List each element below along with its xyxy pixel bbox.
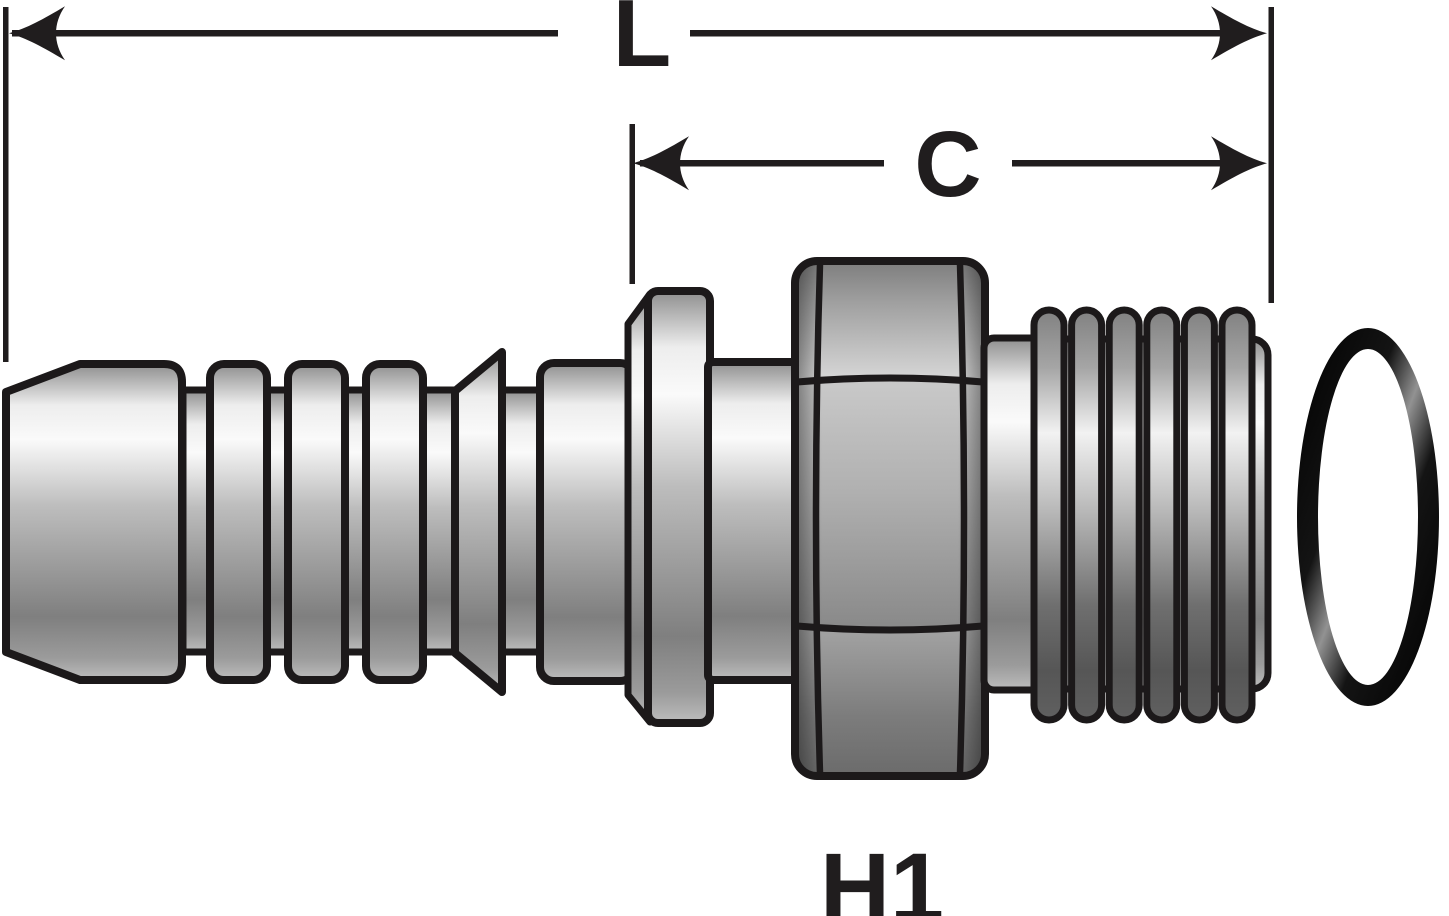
thread-crest	[1068, 306, 1106, 724]
barb-ridge	[284, 360, 349, 684]
hex-facet-middle	[795, 381, 985, 628]
stem-cylinder	[536, 359, 638, 685]
thread-crest	[1105, 306, 1143, 724]
hex-corner-edge-left	[812, 260, 824, 777]
dimension-c-line-right	[1012, 160, 1240, 167]
hose-barb-stem	[2, 348, 638, 696]
thread-crest	[1218, 306, 1256, 724]
hex-nut	[791, 257, 989, 780]
dimension-l-extension-left	[3, 7, 9, 362]
thread-crest	[1180, 306, 1218, 724]
hex-corner-edge-right	[956, 260, 968, 777]
dimension-c: C	[629, 112, 1267, 284]
barb-ridge	[206, 360, 271, 684]
dimension-l-extension-right	[1268, 7, 1274, 303]
hex-facet-line-lower	[793, 622, 987, 634]
thread-crest	[1143, 306, 1181, 724]
dimension-c-extension-left	[629, 124, 635, 284]
dimension-label-c: C	[914, 112, 981, 216]
push-on-flange	[624, 287, 801, 727]
part-style-label: H1	[820, 833, 944, 916]
flange-collar	[704, 358, 801, 684]
hex-facet-top	[795, 261, 985, 381]
flare-cone	[451, 348, 506, 696]
dimension-label-l: L	[613, 0, 672, 87]
hex-facet-line-upper	[793, 374, 987, 386]
dimension-l-line-right	[690, 30, 1240, 37]
hex-facet-bottom	[795, 628, 985, 776]
o-ring	[1297, 328, 1439, 706]
dimension-l: L	[3, 0, 1274, 362]
thread-crest	[1030, 306, 1068, 724]
barb-ridge	[362, 360, 427, 684]
flange-plate	[644, 287, 714, 727]
dimension-l-line-left	[12, 30, 558, 37]
fitting-body	[2, 257, 1272, 780]
male-thread	[980, 306, 1272, 724]
dimension-c-line-left	[640, 160, 884, 167]
stem-nose	[2, 360, 186, 684]
